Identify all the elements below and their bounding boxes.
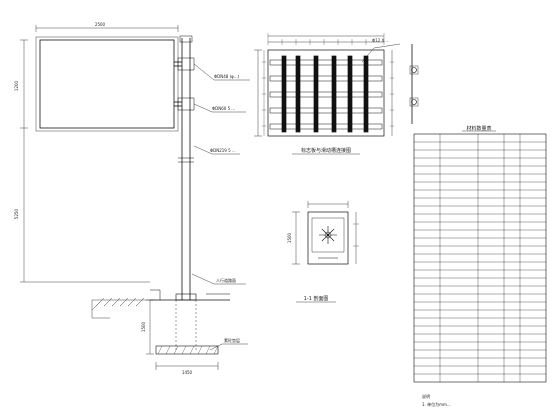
section-labels: 1500 1-1 剖面图 [287, 232, 328, 302]
table-title: 材料数量表 [466, 125, 491, 132]
notes-item-1: 1. 单位为mm... [422, 401, 451, 407]
table-frame [413, 133, 547, 383]
rail-detail-view [254, 33, 419, 137]
dim-foundation-depth: 1500 [141, 321, 146, 332]
notes-heading: 说明 [422, 393, 430, 399]
callout-bracket: ΦDN48 (φ...) [214, 74, 240, 79]
section-dim-side: 1500 [287, 232, 292, 243]
dim-board-width: 2500 [95, 22, 106, 27]
callout-base: 素砼垫层 [224, 337, 240, 343]
dim-total-height: 5250 [14, 208, 19, 219]
elevation-labels: 2500 1200 5250 ΦDN48 (φ...) ΦDN60 5 ... … [14, 22, 240, 375]
sign-board [39, 39, 175, 129]
detail-callout: Φ12 X... [372, 38, 388, 43]
material-table [413, 133, 547, 383]
notes: 说明 1. 单位为mm... [422, 393, 451, 407]
callout-ring: ΦDN60 5 ... [212, 106, 235, 111]
callout-pole: ΦDN219 5 ... [210, 148, 236, 153]
section-1-1-view [292, 201, 359, 303]
section-title: 1-1 剖面图 [304, 295, 329, 302]
sign-elevation-view [20, 25, 250, 370]
dim-board-height: 1200 [14, 80, 19, 91]
detail-board [267, 49, 385, 137]
callout-ground: 人行道路面 [216, 277, 236, 283]
section-outline [307, 211, 349, 265]
rail-detail-labels: Φ12 X... 标志板与滑动槽连接图 [301, 38, 388, 154]
detail-title: 标志板与滑动槽连接图 [301, 147, 351, 154]
dim-foundation-width: 1450 [182, 370, 193, 375]
